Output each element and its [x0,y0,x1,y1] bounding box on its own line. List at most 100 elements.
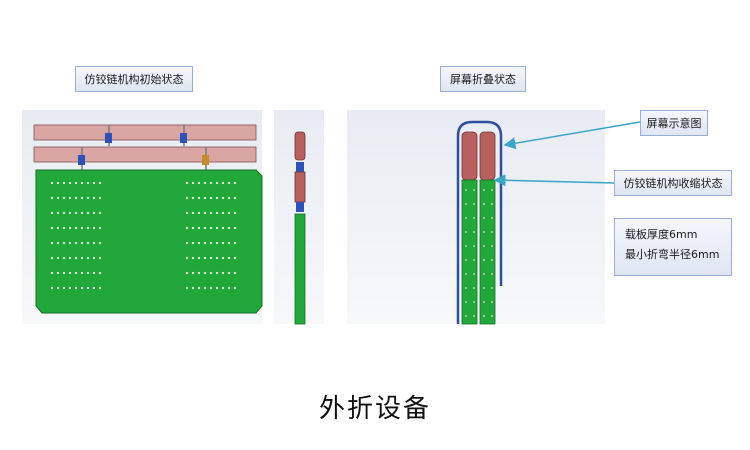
right-red-block [479,131,496,181]
board-hole [197,211,201,215]
board-hole [227,211,231,215]
spec-notes: 载板厚度6mm 最小折弯半径6mm [614,218,732,276]
board-hole [62,226,66,230]
board-hole [68,181,72,185]
board-hole [227,196,231,200]
board-hole [74,271,78,275]
board-hole [209,286,213,290]
board-hole [221,286,225,290]
board-hole [203,271,207,275]
board-hole [74,286,78,290]
board-hole [203,196,207,200]
board-hole [185,181,189,185]
label-hinge-retracted: 仿铰链机构收缩状态 [614,170,732,196]
board-hole [233,181,237,185]
board-hole [221,181,225,185]
column-marks [465,189,493,317]
board-hole [191,271,195,275]
board-hole [68,286,72,290]
board-hole [203,286,207,290]
board-hole [215,256,219,260]
board-hole [221,256,225,260]
board-hole [50,256,54,260]
board-hole [80,241,84,245]
board-hole [191,256,195,260]
board-hole [98,181,102,185]
board-hole [215,211,219,215]
board-hole [215,286,219,290]
middle-bar [33,146,257,163]
board-hole [74,226,78,230]
board-hole [233,256,237,260]
board-hole [191,226,195,230]
side-connector-2 [296,202,304,212]
board-hole [227,181,231,185]
board-hole [233,286,237,290]
label-folded-state: 屏幕折叠状态 [440,66,526,92]
side-block-top [294,131,306,161]
board-hole [185,211,189,215]
board-hole [98,286,102,290]
board-hole [221,196,225,200]
board-hole [80,211,84,215]
board-hole [86,181,90,185]
board-hole [197,241,201,245]
board-hole [227,271,231,275]
board-hole [56,256,60,260]
spec-bend-radius: 最小折弯半径6mm [625,248,720,261]
board-hole [86,241,90,245]
board-hole [62,211,66,215]
board-hole [92,181,96,185]
board-hole [68,226,72,230]
hinge-initial-diagram [33,124,263,314]
board-hole [50,241,54,245]
board-hole [209,226,213,230]
board-hole [92,226,96,230]
board-hole [86,196,90,200]
board-hole [80,256,84,260]
board-hole [209,196,213,200]
spec-thickness: 载板厚度6mm [625,228,698,241]
board-hole [227,241,231,245]
board-hole [209,211,213,215]
board-hole [56,226,60,230]
board-hole [203,226,207,230]
board-hole [191,196,195,200]
side-view-diagram [294,131,306,325]
board-hole [185,256,189,260]
board-hole [56,271,60,275]
board-hole [80,271,84,275]
board-hole [62,286,66,290]
board-hole [203,181,207,185]
label-screen-diagram: 屏幕示意图 [640,110,708,136]
board-hole [221,211,225,215]
left-red-block [461,131,478,181]
board-hole [197,196,201,200]
board-hole [98,211,102,215]
screen-frame [456,120,503,324]
board-hole [62,256,66,260]
board-hole [98,226,102,230]
board-hole [74,211,78,215]
board-hole [191,211,195,215]
board-hole [62,241,66,245]
board-hole [92,241,96,245]
board-hole [197,286,201,290]
board-hole [227,286,231,290]
board-hole [50,181,54,185]
board-hole [215,196,219,200]
board-hole [227,226,231,230]
connector-3 [78,147,85,170]
board-hole [50,286,54,290]
board-hole [62,196,66,200]
board-holes [50,181,237,290]
board-hole [50,226,54,230]
board-hole [98,241,102,245]
board-hole [68,256,72,260]
side-green-strip [294,213,306,325]
connector-1 [105,125,112,146]
board-hole [86,286,90,290]
board-hole [209,241,213,245]
board-hole [233,241,237,245]
board-hole [233,196,237,200]
